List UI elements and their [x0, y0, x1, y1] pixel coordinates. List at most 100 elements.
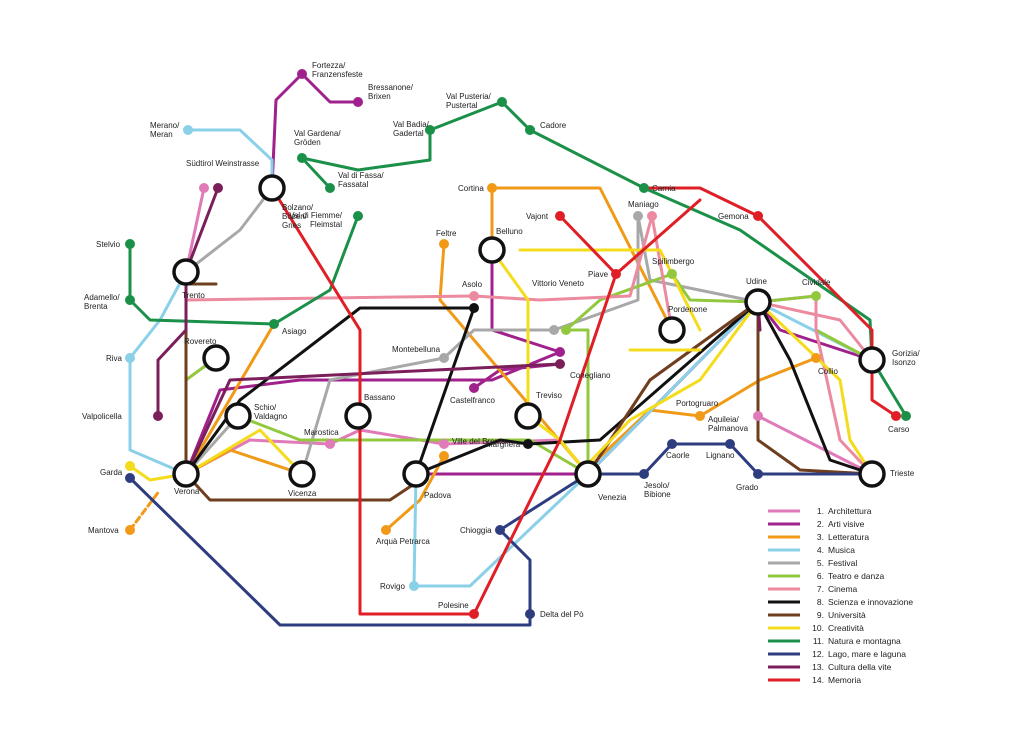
hub-belluno[interactable] — [478, 236, 506, 264]
route-l4-segment-4 — [586, 300, 760, 476]
stop-label-collio: Collio — [818, 367, 839, 376]
stop-dots — [125, 69, 911, 619]
stop-dot-maniago[interactable] — [633, 211, 643, 221]
stop-dot-grado[interactable] — [753, 469, 763, 479]
stop-dot-arqua[interactable] — [381, 525, 391, 535]
stop-dot-marostica[interactable] — [325, 439, 335, 449]
stop-dot-collio[interactable] — [811, 353, 821, 363]
stop-dot-vittorio[interactable] — [549, 325, 559, 335]
stop-dot-sudtirol[interactable] — [199, 183, 209, 193]
hub-vicenza[interactable] — [288, 460, 316, 488]
route-l10-segment-5 — [756, 300, 874, 476]
hub-label-gorizia: Gorizia/Isonzo — [892, 349, 920, 367]
stop-label-valpusteria-line-0: Val Pusteria/ — [446, 92, 492, 101]
stop-dot-montebelluna[interactable] — [439, 353, 449, 363]
stop-dot-cadore[interactable] — [525, 125, 535, 135]
stop-dot-asiago[interactable] — [269, 319, 279, 329]
stop-dot-garda2[interactable] — [125, 473, 135, 483]
hub-gorizia[interactable] — [858, 346, 886, 374]
stop-dot-marghera[interactable] — [523, 439, 533, 449]
hub-udine[interactable] — [744, 288, 772, 316]
station-labels: Fortezza/FranzensfesteBressanone/BrixenM… — [82, 61, 920, 619]
hub-venezia[interactable] — [574, 460, 602, 488]
route-l14-segment-3 — [614, 198, 702, 276]
stop-dot-asolo[interactable] — [469, 291, 479, 301]
stop-dot-caorle[interactable] — [667, 439, 677, 449]
stop-dot-portogruaro[interactable] — [695, 411, 705, 421]
stop-dot-cividale[interactable] — [811, 291, 821, 301]
route-l7-segment-0 — [184, 214, 654, 302]
stop-dot-valfiemme[interactable] — [353, 211, 363, 221]
legend-label-l6: Teatro e danza — [828, 571, 885, 581]
hub-verona[interactable] — [172, 460, 200, 488]
stop-dot-carso[interactable] — [891, 411, 901, 421]
stop-dot-piave[interactable] — [611, 269, 621, 279]
stop-dot-castelfranco[interactable] — [469, 383, 479, 393]
stop-dot-valpolicella[interactable] — [153, 411, 163, 421]
stop-label-cadore: Cadore — [540, 121, 567, 130]
stop-dot-carnia[interactable] — [639, 183, 649, 193]
stop-dot-garda[interactable] — [125, 461, 135, 471]
stop-dot-villebrenta[interactable] — [439, 439, 449, 449]
stop-label-carnia: Carnia — [652, 184, 676, 193]
stop-dot-spilimbergo[interactable] — [667, 269, 677, 279]
legend-label-l1: Architettura — [828, 506, 872, 516]
route-l4-segment-2 — [128, 356, 188, 476]
stop-dot-sudtirol2[interactable] — [213, 183, 223, 193]
stop-dot-vittorio2[interactable] — [561, 325, 571, 335]
stop-dot-lignano[interactable] — [725, 439, 735, 449]
hub-padova[interactable] — [402, 460, 430, 488]
stop-label-asiago: Asiago — [282, 327, 307, 336]
legend-number-l2: 2. — [817, 519, 824, 529]
hub-bolzano[interactable] — [258, 174, 286, 202]
stop-label-bressanone: Bressanone/Brixen — [368, 83, 414, 101]
stop-dot-feltre[interactable] — [439, 239, 449, 249]
stop-label-grado: Grado — [736, 483, 759, 492]
hub-bassano[interactable] — [344, 402, 372, 430]
hub-pordenone[interactable] — [658, 316, 686, 344]
hub-treviso[interactable] — [514, 402, 542, 430]
stop-dot-rovigo[interactable] — [409, 581, 419, 591]
stop-label-merano: Merano/Meran — [150, 121, 180, 139]
stop-dot-villebrenta2[interactable] — [439, 451, 449, 461]
stop-dot-deltapo[interactable] — [525, 609, 535, 619]
stop-dot-fortezza[interactable] — [297, 69, 307, 79]
stop-label-caorle: Caorle — [666, 451, 690, 460]
stop-label-valpolicella: Valpolicella — [82, 412, 122, 421]
stop-dot-chioggia[interactable] — [495, 525, 505, 535]
stop-dot-valbadia[interactable] — [425, 125, 435, 135]
stop-dot-valfassa[interactable] — [325, 183, 335, 193]
hub-label-venezia: Venezia — [598, 493, 627, 502]
stop-dot-vajont[interactable] — [555, 211, 565, 221]
stop-dot-jesolo[interactable] — [639, 469, 649, 479]
stop-label-vittorio: Vittorio Veneto — [532, 279, 584, 288]
stop-dot-stelvio[interactable] — [125, 239, 135, 249]
stop-dot-conegliano[interactable] — [555, 347, 565, 357]
legend-number-l13: 13. — [812, 662, 824, 672]
stop-dot-merano[interactable] — [183, 125, 193, 135]
stop-dot-asolo2[interactable] — [469, 303, 479, 313]
hub-label-belluno: Belluno — [496, 227, 523, 236]
route-l10-segment-3 — [518, 248, 702, 332]
stop-dot-valgardena[interactable] — [297, 153, 307, 163]
hub-schio[interactable] — [224, 402, 252, 430]
hub-trieste[interactable] — [858, 460, 886, 488]
stop-dot-carso2[interactable] — [901, 411, 911, 421]
stop-dot-maniago2[interactable] — [647, 211, 657, 221]
stop-dot-gemona[interactable] — [753, 211, 763, 221]
stop-dot-aquileia[interactable] — [753, 411, 763, 421]
hub-label-bolzano-line-1: Bozen/ — [282, 212, 308, 221]
stop-dot-mantova[interactable] — [125, 525, 135, 535]
stop-dot-bressanone[interactable] — [353, 97, 363, 107]
hub-trento[interactable] — [172, 258, 200, 286]
stop-label-fortezza-line-1: Franzensfeste — [312, 70, 363, 79]
stop-dot-adamello[interactable] — [125, 295, 135, 305]
hub-rovereto[interactable] — [202, 344, 230, 372]
stop-dot-valpusteria[interactable] — [497, 97, 507, 107]
stop-dot-cortina[interactable] — [487, 183, 497, 193]
stop-dot-polesine[interactable] — [469, 609, 479, 619]
stop-dot-riva[interactable] — [125, 353, 135, 363]
stop-dot-conegliano2[interactable] — [555, 359, 565, 369]
hub-label-bassano: Bassano — [364, 393, 396, 402]
hub-label-vicenza: Vicenza — [288, 489, 317, 498]
